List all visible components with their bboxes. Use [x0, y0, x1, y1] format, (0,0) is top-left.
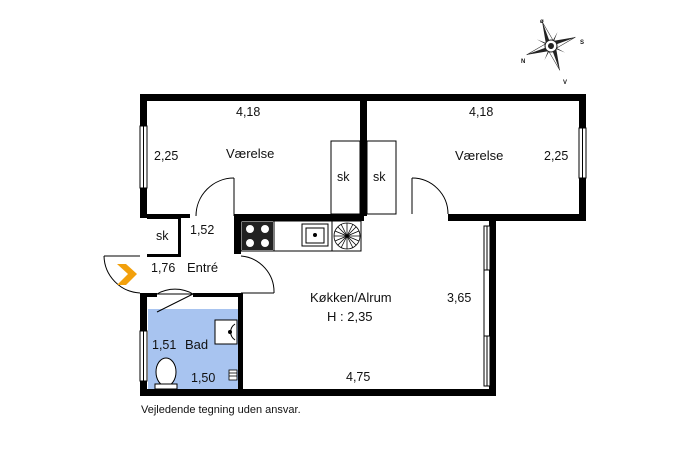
dim-vaerelse-left-depth: 2,25: [154, 149, 178, 163]
bedroom-closets: [330, 140, 397, 215]
dim-vaerelse-right-width: 4,18: [469, 105, 493, 119]
entrance-arrow-icon: [117, 264, 137, 285]
fan-icon: [333, 222, 361, 250]
room-name-bad: Bad: [185, 337, 208, 352]
door-swings: [103, 177, 449, 313]
dim-bad-width: 1,50: [191, 371, 215, 385]
compass-east-label: V: [563, 80, 567, 86]
compass-rose-icon: [526, 21, 576, 71]
stove-icon: [242, 222, 273, 250]
windows: [139, 125, 587, 387]
compass-north-label: ø: [540, 19, 544, 25]
room-name-vaerelse-left: Værelse: [226, 146, 274, 161]
dim-kokken-alrum-width: 4,75: [346, 370, 370, 384]
room-name-vaerelse-right: Værelse: [455, 148, 503, 163]
compass-west-label: N: [521, 59, 525, 65]
dim-vaerelse-left-width: 4,18: [236, 105, 260, 119]
dim-bad-depth: 1,51: [152, 338, 176, 352]
closet-label-right: sk: [373, 170, 386, 184]
dim-vaerelse-right-depth: 2,25: [544, 149, 568, 163]
sink-icon: [301, 223, 329, 247]
room-name-entre: Entré: [187, 260, 218, 275]
dim-entre-depth: 1,76: [151, 261, 175, 275]
dim-kokken-alrum-depth: 3,65: [447, 291, 471, 305]
dim-entre-width: 1,52: [190, 223, 214, 237]
room-height-kokken-alrum: H : 2,35: [327, 309, 373, 324]
kitchen-counter: [240, 220, 362, 252]
compass-south-label: S: [580, 40, 584, 46]
floor-drain-icon: [228, 369, 238, 381]
room-name-kokken-alrum: Køkken/Alrum: [310, 290, 392, 305]
closet-label-left: sk: [337, 170, 350, 184]
toilet-icon: [154, 357, 178, 390]
disclaimer-footnote: Vejledende tegning uden ansvar.: [141, 404, 301, 416]
washbasin-icon: [214, 319, 238, 345]
closet-label-entre: sk: [156, 229, 169, 243]
